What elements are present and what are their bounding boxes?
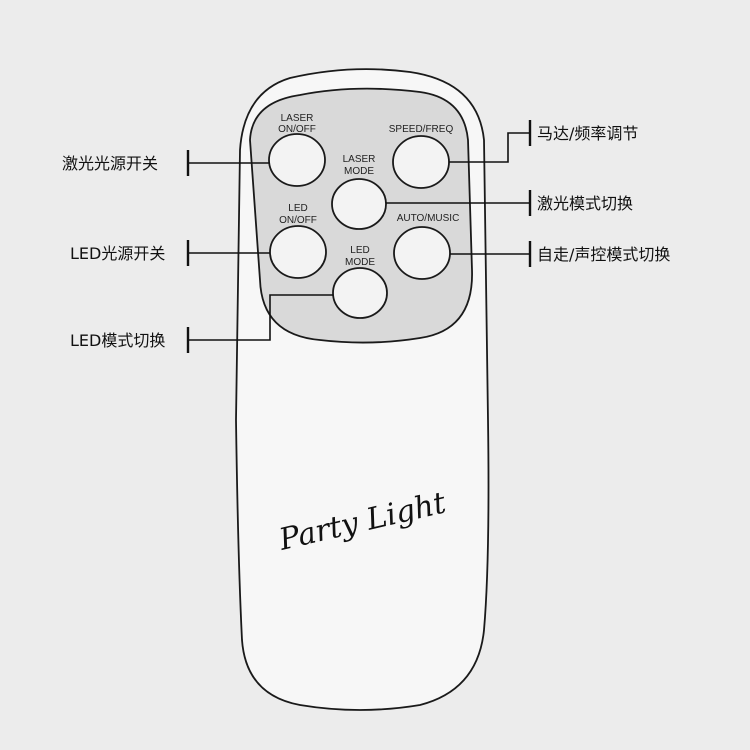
callout-led-mode: LED模式切换	[70, 294, 333, 353]
laser-mode-label-line1: LASER	[343, 154, 376, 165]
led-mode-button[interactable]: LED MODE	[332, 245, 388, 319]
led-onoff-label-line1: LED	[288, 203, 307, 214]
laser-onoff-button[interactable]: LASER ON/OFF	[268, 113, 326, 187]
callout-speed-freq-text: 马达/频率调节	[537, 124, 638, 143]
callout-speed-freq: 马达/频率调节	[449, 120, 638, 163]
auto-music-label: AUTO/MUSIC	[397, 213, 460, 224]
laser-onoff-label-line1: LASER	[281, 113, 314, 124]
callout-laser-onoff-text: 激光光源开关	[62, 154, 158, 173]
callout-led-onoff-text: LED光源开关	[70, 244, 165, 263]
laser-mode-label-line2: MODE	[344, 166, 374, 177]
callout-led-mode-text: LED模式切换	[70, 331, 165, 350]
callout-auto-music: 自走/声控模式切换	[450, 241, 670, 267]
led-mode-label-line2: MODE	[345, 257, 375, 268]
callout-laser-mode: 激光模式切换	[386, 190, 633, 216]
led-onoff-button[interactable]: LED ON/OFF	[269, 203, 327, 279]
callout-led-onoff: LED光源开关	[70, 240, 270, 266]
speed-freq-button[interactable]: SPEED/FREQ	[389, 124, 454, 189]
laser-onoff-label-line2: ON/OFF	[278, 124, 316, 135]
laser-mode-button[interactable]: LASER MODE	[331, 154, 387, 230]
callout-laser-mode-text: 激光模式切换	[537, 194, 633, 213]
speed-freq-label: SPEED/FREQ	[389, 124, 454, 135]
led-onoff-label-line2: ON/OFF	[279, 215, 317, 226]
auto-music-button[interactable]: AUTO/MUSIC	[393, 213, 460, 280]
callout-auto-music-text: 自走/声控模式切换	[537, 245, 670, 264]
led-mode-label-line1: LED	[350, 245, 369, 256]
callout-laser-onoff: 激光光源开关	[62, 150, 270, 176]
